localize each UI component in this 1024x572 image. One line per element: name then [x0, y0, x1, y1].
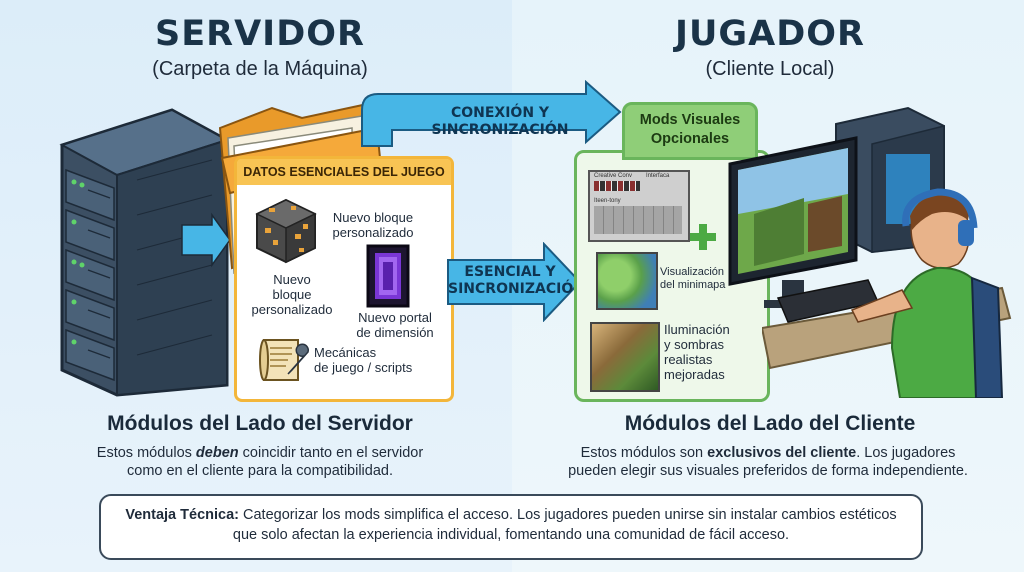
interface-label: Interfaca	[646, 173, 670, 179]
essential-arrow-label: ESENCIAL Y SINCRONIZACIÓN	[448, 264, 585, 297]
client-section-title: Módulos del Lado del Cliente	[624, 412, 916, 435]
client-panel-tab: Mods Visuales Opcionales	[622, 102, 758, 160]
server-section-title: Módulos del Lado del Servidor	[107, 412, 413, 435]
mechanics-label: Mecánicas de juego / scripts	[314, 345, 413, 375]
client-desc-suffix: . Los jugadores pueden elegir sus visual…	[568, 445, 968, 479]
custom-block-label-a: Nuevo bloque personalizado	[332, 210, 414, 240]
ore-block-icon	[255, 198, 317, 264]
minimap-label: Visualización del minimapa	[660, 266, 726, 291]
scroll-wrench-icon	[259, 339, 309, 381]
essential-arrow-icon	[447, 242, 582, 322]
server-title: SERVIDOR	[155, 14, 365, 54]
inventory-label: Iteen-tony	[594, 198, 621, 204]
server-desc-emphasis: deben	[195, 445, 239, 461]
plus-icon	[690, 224, 716, 250]
footer-text: Categorizar los mods simplifica el acces…	[232, 507, 897, 543]
custom-block-label-b: Nuevo bloque personalizado	[251, 272, 333, 317]
connection-arrow-icon	[361, 80, 622, 147]
player-title: JUGADOR	[674, 14, 865, 54]
technical-advantage-box: Ventaja Técnica: Categorizar los mods si…	[99, 494, 923, 560]
hotbar-row	[594, 181, 640, 191]
lighting-label: Iluminación y sombras realistas mejorada…	[664, 322, 730, 382]
connection-arrow-label: CONEXIÓN Y SINCRONIZACIÓN	[431, 105, 569, 138]
monitor-icon	[728, 136, 858, 308]
creative-label: Creative Conv	[594, 173, 633, 179]
footer-bold-label: Ventaja Técnica:	[125, 507, 239, 523]
inventory-grid	[594, 206, 682, 234]
player-subtitle: (Cliente Local)	[705, 58, 835, 80]
player-desk-icon	[762, 188, 1012, 398]
lighting-scene-icon	[590, 322, 660, 392]
client-description: Estos módulos son exclusivos del cliente…	[520, 444, 1016, 480]
server-rack-icon	[59, 108, 231, 397]
server-subtitle: (Carpeta de la Máquina)	[152, 58, 368, 80]
server-desc-prefix: Estos módulos	[96, 445, 196, 461]
inventory-ui-icon: Creative Conv Interfaca Iteen-tony	[588, 170, 690, 242]
client-desc-prefix: Estos módulos son	[580, 445, 708, 461]
minimap-icon	[596, 252, 658, 310]
server-panel-header: DATOS ESENCIALES DEL JUEGO	[237, 159, 451, 185]
server-description: Estos módulos deben coincidir tanto en e…	[40, 444, 480, 480]
portal-label: Nuevo portal de dimensión	[356, 310, 434, 340]
client-desc-emphasis: exclusivos del cliente	[707, 445, 857, 461]
client-panel-header: Mods Visuales Opcionales	[625, 105, 755, 155]
portal-icon	[366, 244, 410, 308]
server-desc-suffix: coincidir tanto en el servidor como en e…	[127, 445, 424, 479]
